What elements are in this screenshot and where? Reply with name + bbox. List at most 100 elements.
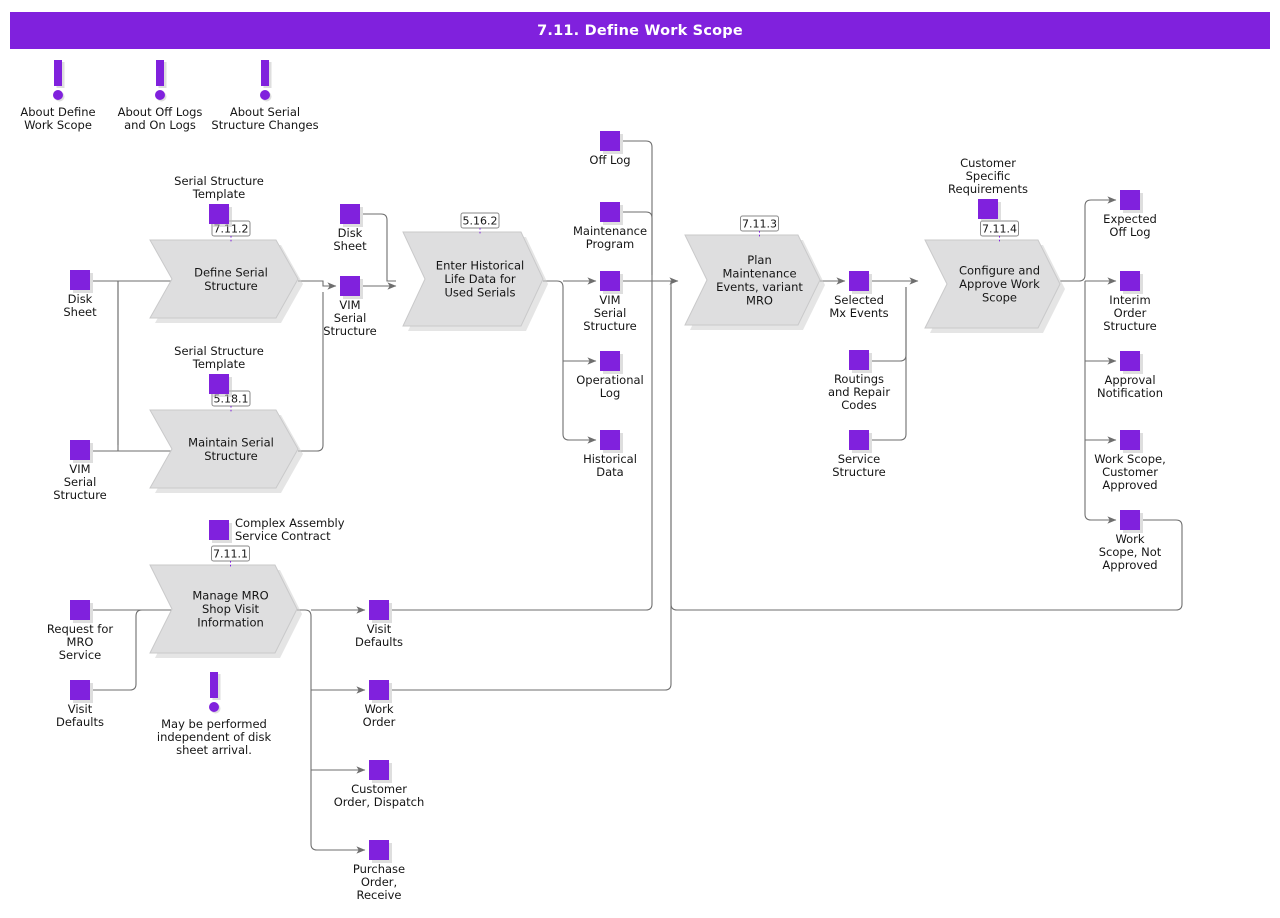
entity-square[interactable]	[70, 440, 90, 460]
process-ref-label: 7.11.4	[982, 223, 1017, 236]
entity-square[interactable]	[978, 199, 998, 219]
entity-square[interactable]	[1120, 271, 1140, 291]
entity-label: Notification	[1097, 386, 1163, 400]
process-shape[interactable]	[924, 239, 1061, 329]
entity-label: Approval	[1104, 373, 1155, 387]
process-shape[interactable]	[402, 231, 544, 327]
entity-label: VIM	[599, 293, 620, 307]
entity-square[interactable]	[1120, 190, 1140, 210]
process-shape[interactable]	[684, 234, 821, 326]
entity-square[interactable]	[369, 680, 389, 700]
process-label: Manage MRO	[192, 589, 268, 603]
entity-square[interactable]	[209, 204, 229, 224]
entity-square[interactable]	[849, 430, 869, 450]
process-shape[interactable]	[149, 239, 299, 319]
entity-square[interactable]	[1120, 351, 1140, 371]
exclamation-icon[interactable]	[210, 672, 218, 698]
process-label: Scope	[982, 291, 1017, 305]
entity-square[interactable]	[600, 351, 620, 371]
process-shape[interactable]	[149, 564, 298, 654]
process-shape[interactable]	[149, 409, 299, 489]
entity-label: Routings	[834, 372, 884, 386]
entity-square[interactable]	[849, 271, 869, 291]
exclamation-icon[interactable]	[156, 60, 164, 86]
entity-label: Work	[1115, 532, 1144, 546]
process-ref-label: 7.11.1	[213, 548, 248, 561]
entity-label: Maintenance	[573, 224, 647, 238]
exclamation-dot-icon[interactable]	[53, 90, 63, 100]
entity-square[interactable]	[209, 374, 229, 394]
entity-square[interactable]	[1120, 510, 1140, 530]
exclamation-icon[interactable]	[54, 60, 62, 86]
entity-square[interactable]	[70, 270, 90, 290]
process-label: Maintain Serial	[188, 435, 274, 449]
entity-square[interactable]	[369, 840, 389, 860]
entity-label: Codes	[841, 398, 876, 412]
entity-node[interactable]: Off Log	[589, 131, 631, 167]
entity-square[interactable]	[209, 520, 229, 540]
entity-square[interactable]	[849, 350, 869, 370]
entity-label: Scope, Not	[1099, 545, 1162, 559]
entity-square[interactable]	[70, 600, 90, 620]
process-label: MRO	[746, 293, 773, 307]
exclamation-dot-icon[interactable]	[260, 90, 270, 100]
exclamation-dot-icon[interactable]	[209, 702, 219, 712]
entity-square[interactable]	[369, 760, 389, 780]
entity-square[interactable]	[369, 600, 389, 620]
entity-label: Sheet	[333, 239, 367, 253]
entity-square[interactable]	[600, 131, 620, 151]
entity-label: and Repair	[828, 385, 890, 399]
entity-square[interactable]	[1120, 430, 1140, 450]
note-label: May be performed	[161, 717, 267, 731]
entity-square[interactable]	[600, 430, 620, 450]
exclamation-icon[interactable]	[261, 60, 269, 86]
entity-square[interactable]	[600, 271, 620, 291]
process-label: Used Serials	[445, 286, 516, 300]
exclamation-dot-icon[interactable]	[155, 90, 165, 100]
process-label: Plan	[747, 253, 771, 267]
entity-square[interactable]	[600, 202, 620, 222]
entity-square[interactable]	[70, 680, 90, 700]
entity-square[interactable]	[340, 276, 360, 296]
entity-square[interactable]	[340, 204, 360, 224]
entity-label: Serial	[594, 306, 627, 320]
